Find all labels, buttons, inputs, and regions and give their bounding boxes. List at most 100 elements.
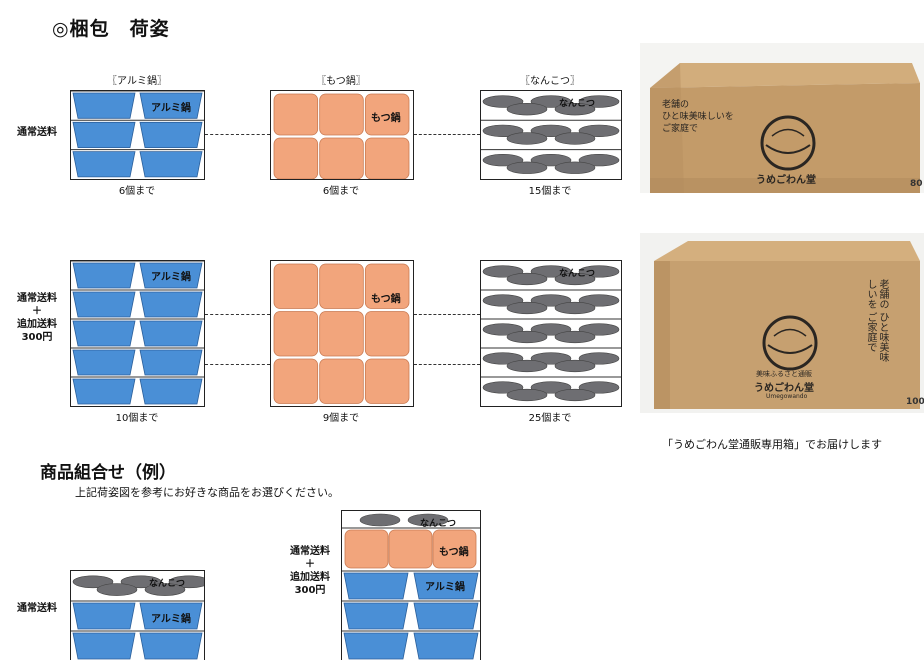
nankotsu-pack <box>530 95 572 108</box>
aluminum-tray <box>343 602 409 630</box>
motsu-label: もつ鍋 <box>371 113 401 124</box>
header-motsu: 〖もつ鍋〗 <box>316 76 366 87</box>
aluminum-label: アルミ鍋 <box>151 614 191 625</box>
header-aluminum: 〖アルミ鍋〗 <box>107 76 167 87</box>
motsu-container <box>319 137 364 180</box>
nankotsu-pack <box>482 352 524 365</box>
motsu-container <box>388 529 433 569</box>
row2-shipping-label: 通常送料 ＋ 追加送料 300円 <box>17 293 57 343</box>
aluminum-tray <box>72 602 136 630</box>
nankotsu-pack <box>530 323 572 336</box>
row2-motsu-count: 9個まで <box>322 413 360 424</box>
nankotsu-pack <box>554 132 596 145</box>
aluminum-tray <box>139 92 203 119</box>
motsu-container <box>273 263 319 309</box>
aluminum-tray-stack <box>71 90 204 178</box>
motsu-container <box>364 137 410 180</box>
aluminum-tray <box>139 349 203 376</box>
combo-description: 上記荷姿図を参考にお好きな商品をお選びください。 <box>75 486 339 499</box>
motsu-container <box>273 358 319 404</box>
motsu-container <box>364 93 410 136</box>
nankotsu-pack <box>578 352 620 365</box>
combo-ex2-shipping-label: 通常送料 ＋ 追加送料 300円 <box>290 546 330 596</box>
aluminum-tray <box>343 632 409 660</box>
aluminum-label: アルミ鍋 <box>425 582 465 593</box>
nankotsu-pack <box>554 301 596 315</box>
nankotsu-pack <box>72 575 114 589</box>
nankotsu-pack <box>407 513 449 527</box>
box-size-number: 100 <box>906 397 924 407</box>
aluminum-tray <box>413 602 479 630</box>
aluminum-tray <box>139 262 203 289</box>
divider-line <box>414 134 480 135</box>
nankotsu-pack <box>482 95 524 108</box>
nankotsu-pack <box>482 153 524 167</box>
nankotsu-pack <box>578 294 620 307</box>
nankotsu-pack <box>578 265 620 278</box>
row2-nankotsu-count: 25個まで <box>528 413 572 424</box>
nankotsu-label: なんこつ <box>559 269 596 279</box>
page-title: ◎梱包 荷姿 <box>52 18 170 40</box>
nankotsu-label: なんこつ <box>149 579 186 589</box>
nankotsu-pack <box>554 359 596 373</box>
motsu-container <box>344 529 389 569</box>
nankotsu-pack <box>554 161 596 174</box>
nankotsu-label: なんこつ <box>559 99 596 109</box>
aluminum-tray <box>413 632 479 660</box>
aluminum-tray <box>343 572 409 600</box>
aluminum-tray <box>72 121 136 148</box>
nankotsu-pack <box>530 352 572 365</box>
motsu-container <box>273 311 319 357</box>
row1-nankotsu-count: 15個まで <box>528 186 572 197</box>
nankotsu-pack <box>554 388 596 402</box>
nankotsu-pack <box>578 153 620 167</box>
aluminum-tray <box>139 602 203 630</box>
nankotsu-pack <box>506 103 548 116</box>
nankotsu-pack-stack <box>481 265 621 402</box>
motsu-container <box>319 358 364 404</box>
motsu-container <box>273 93 319 136</box>
aluminum-tray <box>72 92 136 119</box>
nankotsu-pack <box>578 381 620 394</box>
row2-aluminum-box: アルミ鍋 <box>70 260 205 407</box>
aluminum-tray <box>72 151 136 178</box>
nankotsu-pack <box>506 132 548 145</box>
nankotsu-pack <box>482 381 524 394</box>
nankotsu-pack <box>530 265 572 278</box>
nankotsu-pack <box>506 388 548 402</box>
row1-nankotsu-box: なんこつ <box>480 90 622 180</box>
aluminum-tray <box>72 349 136 376</box>
nankotsu-label: なんこつ <box>420 519 457 529</box>
motsu-container <box>364 263 410 309</box>
nankotsu-pack <box>530 294 572 307</box>
divider-line <box>414 364 480 365</box>
aluminum-tray <box>139 291 203 318</box>
aluminum-tray <box>139 151 203 178</box>
combo-ex1-box: なんこつ アルミ鍋 <box>70 570 210 660</box>
motsu-container <box>319 263 364 309</box>
combo-ex1-shipping-label: 通常送料 <box>17 603 57 614</box>
nankotsu-pack <box>530 124 572 138</box>
row2-aluminum-count: 10個まで <box>115 413 159 424</box>
nankotsu-pack <box>578 95 620 108</box>
aluminum-tray <box>413 572 479 600</box>
row1-motsu-count: 6個まで <box>322 186 360 197</box>
nankotsu-pack <box>530 381 572 394</box>
nankotsu-pack <box>482 323 524 336</box>
motsu-container <box>432 529 477 569</box>
nankotsu-pack <box>506 301 548 315</box>
combo-ex2-contents <box>342 513 480 660</box>
aluminum-tray <box>72 262 136 289</box>
row1-aluminum-count: 6個まで <box>118 186 156 197</box>
nankotsu-pack <box>359 513 401 527</box>
nankotsu-pack-stack <box>481 95 621 174</box>
nankotsu-pack <box>578 124 620 138</box>
motsu-label: もつ鍋 <box>439 547 469 558</box>
nankotsu-pack <box>120 575 162 589</box>
motsu-container <box>319 311 364 357</box>
motsu-container-grid <box>273 263 410 404</box>
row1-shipping-label: 通常送料 <box>17 127 57 138</box>
aluminum-tray <box>139 378 203 405</box>
nankotsu-pack <box>506 359 548 373</box>
row2-nankotsu-box: なんこつ <box>480 260 622 407</box>
